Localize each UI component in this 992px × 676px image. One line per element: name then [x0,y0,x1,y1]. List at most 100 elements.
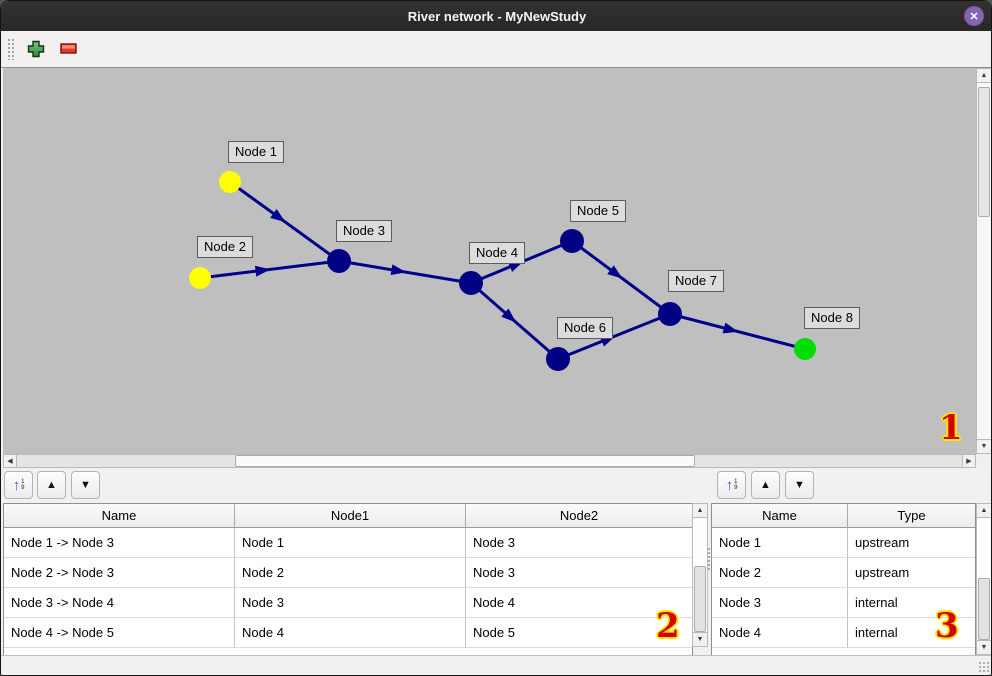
column-header-node1[interactable]: Node1 [235,504,466,528]
status-bar [1,655,991,675]
cell[interactable]: Node 4 [466,588,692,618]
arrow-down-icon: ▼ [696,636,704,643]
tables-splitter-handle[interactable] [707,547,711,571]
cell[interactable]: internal [848,618,975,648]
node-label-node8[interactable]: Node 8 [804,307,860,329]
cell[interactable]: upstream [848,558,975,588]
cell[interactable]: Node 3 [712,588,848,618]
remove-node-button[interactable] [57,37,81,61]
cell[interactable]: Node 1 -> Node 3 [4,528,235,558]
node-node3[interactable] [327,249,351,273]
resize-grip[interactable] [978,661,990,673]
cell[interactable]: Node 1 [235,528,466,558]
triangle-down-icon: ▼ [794,479,805,491]
node-label-node4[interactable]: Node 4 [469,242,525,264]
annotation-1: 1 [939,408,963,448]
edge-arrow-icon [254,265,271,277]
nodes-table-scrollbar[interactable]: ▲ ▼ [976,503,991,655]
edge-arrow-icon [722,322,739,334]
triangle-down-icon: ▼ [80,479,91,491]
arrow-down-icon: ▼ [980,644,988,651]
cell[interactable]: Node 4 [235,618,466,648]
network-canvas[interactable]: Node 1 Node 2 Node 3 Node 4 Node 5 Node 6 Node… [3,68,976,454]
nodes-move-down-button[interactable]: ▼ [785,471,814,499]
scroll-down-button[interactable]: ▼ [976,439,991,454]
close-button[interactable]: ✕ [964,6,984,26]
scroll-down-button[interactable]: ▼ [976,640,991,655]
node-label-node5[interactable]: Node 5 [570,200,626,222]
column-header-type[interactable]: Type [848,504,975,528]
partial-row [712,648,975,655]
column-header-node2[interactable]: Node2 [466,504,692,528]
title-bar: River network - MyNewStudy ✕ [1,1,991,31]
node-node4[interactable] [459,271,483,295]
nodes-move-up-button[interactable]: ▲ [751,471,780,499]
arrow-up-icon: ▲ [696,507,704,514]
scroll-up-button[interactable]: ▲ [976,68,991,83]
table-scroll-thumb[interactable] [978,578,990,640]
plus-icon [27,40,45,58]
vertical-scroll-thumb[interactable] [978,87,990,217]
arrow-left-icon: ◀ [7,457,13,465]
edge-arrow-icon [390,264,407,276]
scroll-right-button[interactable]: ▶ [962,454,976,468]
cell[interactable]: Node 5 [466,618,692,648]
node-node7[interactable] [658,302,682,326]
node-node2[interactable] [189,267,211,289]
cell[interactable]: Node 4 [712,618,848,648]
node-node8[interactable] [794,338,816,360]
node-node6[interactable] [546,347,570,371]
cell[interactable]: internal [848,588,975,618]
reaches-table-scrollbar[interactable]: ▲ ▼ [692,503,708,647]
reaches-move-down-button[interactable]: ▼ [71,471,100,499]
cell[interactable]: Node 3 -> Node 4 [4,588,235,618]
cell[interactable]: Node 3 [466,528,692,558]
canvas-vertical-scrollbar[interactable]: ▲ ▼ [976,68,991,454]
node-node5[interactable] [560,229,584,253]
column-header-name[interactable]: Name [712,504,848,528]
arrow-up-icon: ▲ [980,72,988,79]
arrow-right-icon: ▶ [966,457,972,465]
scroll-left-button[interactable]: ◀ [3,454,17,468]
node-label-node2[interactable]: Node 2 [197,236,253,258]
cell[interactable]: Node 2 [712,558,848,588]
horizontal-scroll-thumb[interactable] [235,455,695,467]
cell[interactable]: Node 4 -> Node 5 [4,618,235,648]
node-label-node7[interactable]: Node 7 [668,270,724,292]
window-title: River network - MyNewStudy [407,8,587,24]
scroll-down-button[interactable]: ▼ [692,632,708,647]
scroll-up-button[interactable]: ▲ [976,503,991,518]
canvas-horizontal-scrollbar[interactable]: ◀ ▶ [3,454,976,468]
node-label-node6[interactable]: Node 6 [557,317,613,339]
node-label-node1[interactable]: Node 1 [228,141,284,163]
cell[interactable]: Node 2 [235,558,466,588]
cell[interactable]: Node 2 -> Node 3 [4,558,235,588]
toolbar-drag-handle[interactable] [7,38,14,60]
reaches-move-up-button[interactable]: ▲ [37,471,66,499]
node-node1[interactable] [219,171,241,193]
cell[interactable]: upstream [848,528,975,558]
column-header-name[interactable]: Name [4,504,235,528]
annotation-3: 3 [935,606,959,646]
table-scroll-thumb[interactable] [694,566,706,632]
add-node-button[interactable] [24,37,48,61]
cell[interactable]: Node 3 [235,588,466,618]
cell[interactable]: Node 1 [712,528,848,558]
cell[interactable]: Node 3 [466,558,692,588]
node-label-node3[interactable]: Node 3 [336,220,392,242]
scroll-up-button[interactable]: ▲ [692,503,708,518]
